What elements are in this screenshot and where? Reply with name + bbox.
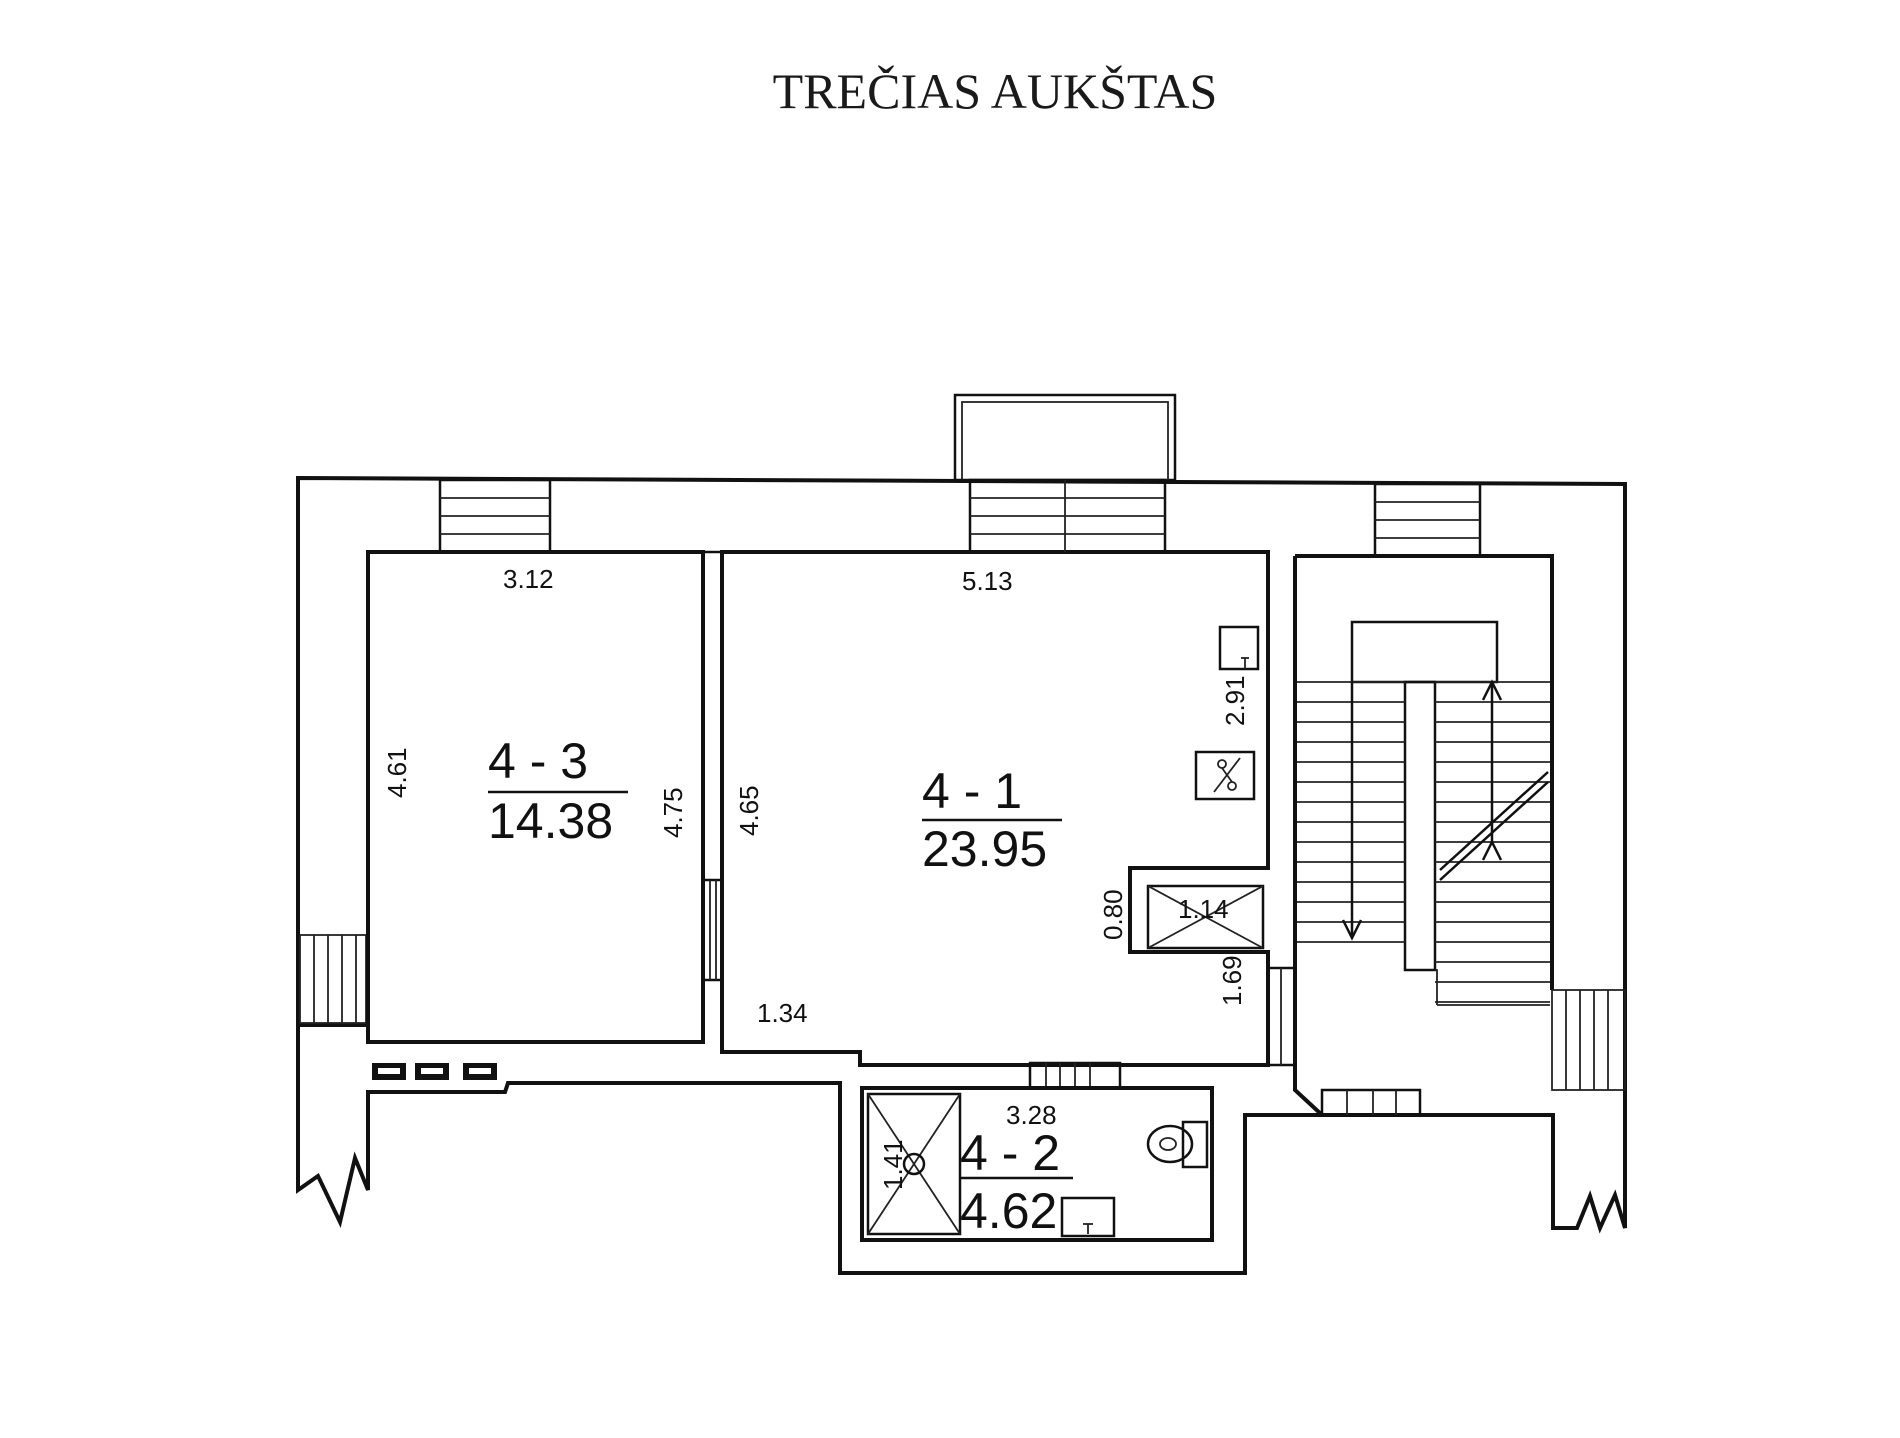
top-window-3 bbox=[1373, 482, 1482, 558]
gas-valve-icon bbox=[1194, 750, 1256, 801]
dim-r1-left: 4.65 bbox=[734, 785, 764, 836]
room-4-3-id: 4 - 3 bbox=[488, 733, 588, 789]
dim-closet-area: 1.14 bbox=[1178, 894, 1229, 924]
shower-icon bbox=[866, 1092, 962, 1236]
balcony bbox=[953, 393, 1177, 482]
sink-icon bbox=[1218, 625, 1260, 671]
outer-wall bbox=[296, 475, 1627, 1275]
room-4-2-id: 4 - 2 bbox=[960, 1125, 1060, 1181]
dim-closet-side: 1.69 bbox=[1217, 955, 1247, 1006]
right-window bbox=[1551, 989, 1626, 1091]
partition-wall bbox=[703, 550, 722, 982]
left-wall-inner bbox=[296, 552, 370, 1042]
toilet-icon bbox=[1146, 1120, 1209, 1169]
chimney-vents bbox=[372, 1063, 497, 1080]
stair-hall bbox=[1293, 554, 1554, 1117]
hall-door bbox=[1266, 966, 1422, 1117]
dim-r1-bottom: 1.34 bbox=[757, 998, 808, 1028]
dim-r3-left: 4.61 bbox=[382, 747, 412, 798]
dim-r1-width: 5.13 bbox=[962, 566, 1013, 596]
dim-r3-right: 4.75 bbox=[658, 787, 688, 838]
dim-r1-right: 2.91 bbox=[1220, 675, 1250, 726]
room-4-3-area: 14.38 bbox=[488, 793, 613, 849]
dim-bath-side: 1.41 bbox=[878, 1139, 908, 1190]
staircase bbox=[1297, 620, 1550, 1006]
left-window bbox=[299, 934, 367, 1024]
closet bbox=[1146, 884, 1265, 950]
dim-r3-width: 3.12 bbox=[503, 564, 554, 594]
room-4-2-area: 4.62 bbox=[960, 1183, 1057, 1239]
room-4-1-area: 23.95 bbox=[922, 821, 1047, 877]
room-4-1-id: 4 - 1 bbox=[922, 763, 1022, 819]
top-window-2 bbox=[968, 478, 1167, 554]
washbasin-icon bbox=[1060, 1196, 1116, 1238]
top-window-1 bbox=[438, 478, 552, 554]
dim-closet-depth: 0.80 bbox=[1098, 889, 1128, 940]
plan-title: TREČIAS AUKŠTAS bbox=[773, 63, 1218, 119]
dim-bath-width: 3.28 bbox=[1006, 1100, 1057, 1130]
room-4-1 bbox=[720, 550, 1270, 1067]
room-4-2 bbox=[860, 1086, 1214, 1242]
